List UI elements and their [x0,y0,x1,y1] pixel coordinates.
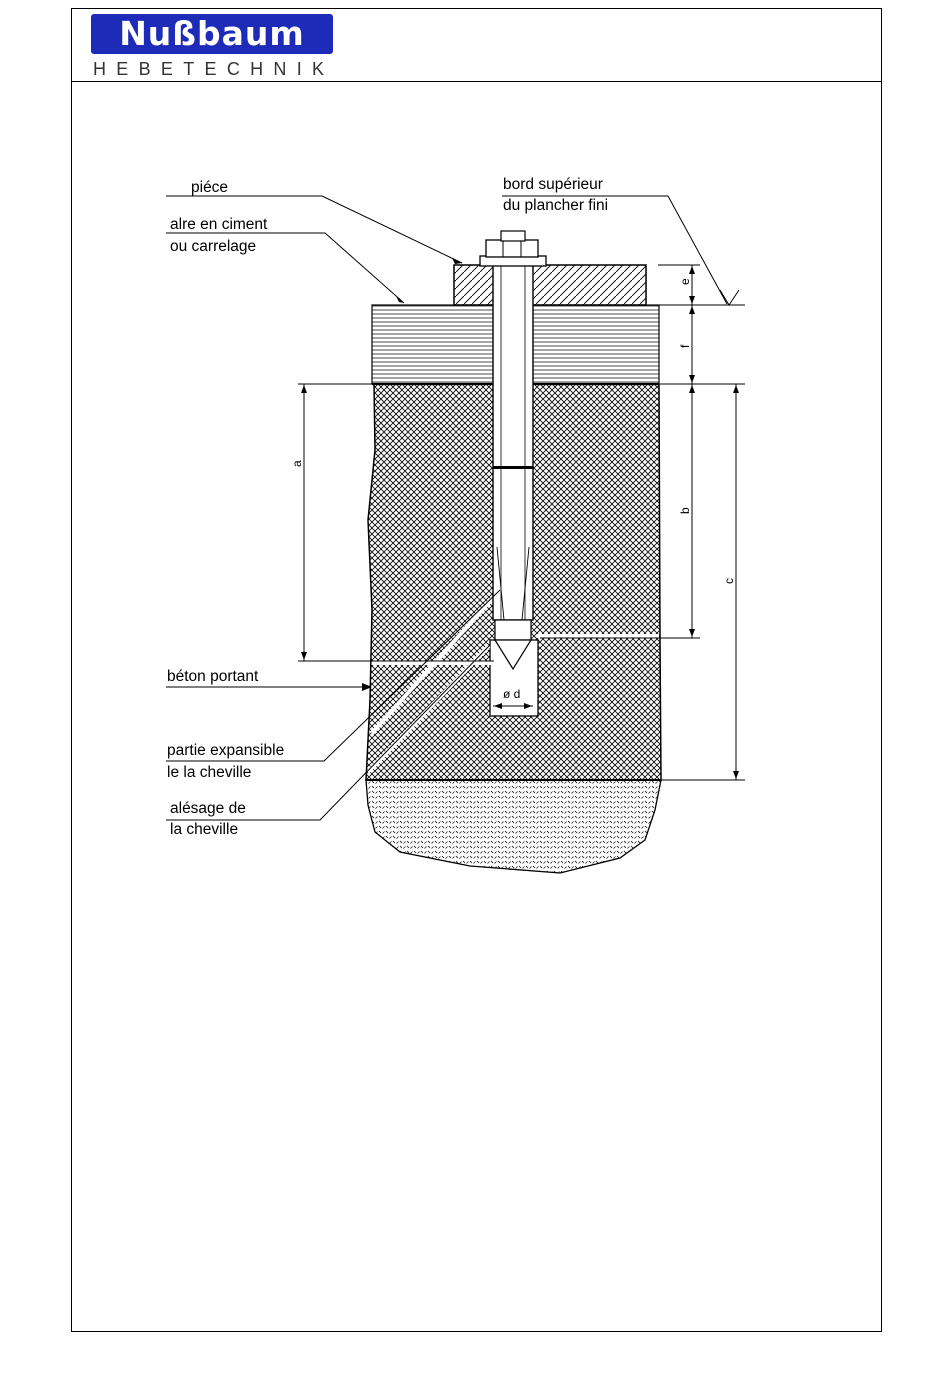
dim-f: f [678,344,692,348]
label-expansion-1: partie expansible [167,742,284,759]
label-piece: piéce [191,179,228,196]
label-bore-1: alésage de [170,800,246,817]
label-screed-2: ou carrelage [170,238,256,255]
label-bore-2: la cheville [170,821,238,838]
label-expansion-2: le la cheville [167,764,251,781]
dim-b: b [678,507,692,514]
dim-diameter: ø d [503,687,520,701]
subsoil [366,780,661,873]
dim-e: e [678,278,692,285]
workpiece [454,265,646,305]
surface-triangle-icon [720,290,739,305]
label-concrete: béton portant [167,668,259,685]
dim-c: c [722,578,736,584]
label-screed-1: alre en ciment [170,216,268,233]
label-top-edge-2: du plancher fini [503,197,608,214]
hex-nut-icon [486,231,538,257]
dim-a: a [290,460,304,467]
label-top-edge-1: bord supérieur [503,176,603,193]
